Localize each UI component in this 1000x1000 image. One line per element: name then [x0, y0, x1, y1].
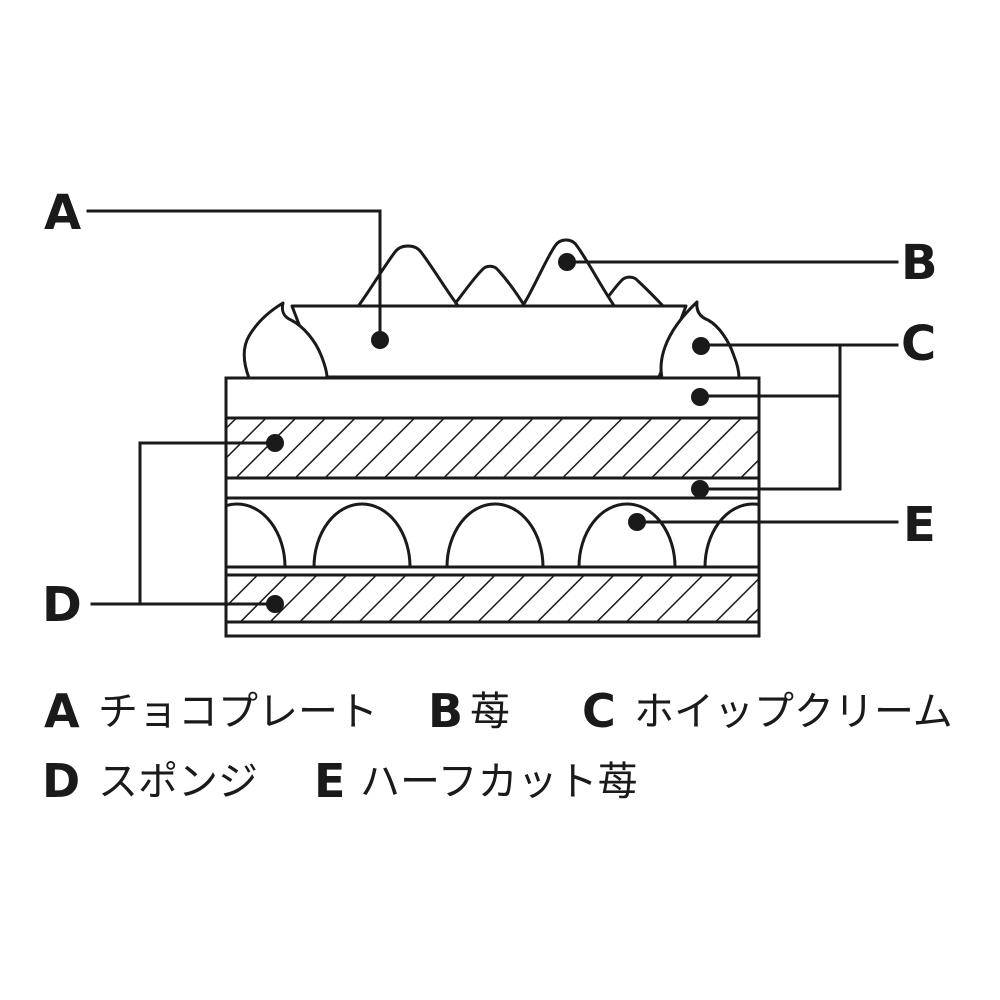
sponge-layer-top — [224, 416, 761, 480]
callouts: A B C D E — [42, 185, 938, 633]
sponge-layer-bottom — [224, 573, 761, 624]
chocolate-plate — [290, 304, 688, 379]
callout-label-b: B — [901, 235, 938, 291]
legend-label-d: スポンジ — [98, 759, 258, 805]
marker-dot-e — [628, 513, 646, 531]
cake-outline — [224, 376, 761, 638]
marker-dot-d1 — [266, 434, 284, 452]
whipped-cream-dollop-left — [242, 301, 329, 380]
leader-line-c — [706, 343, 899, 491]
strawberry-peak-2 — [448, 264, 529, 312]
legend-label-e: ハーフカット苺 — [360, 759, 638, 805]
legend-label-b: 苺 — [470, 689, 510, 735]
callout-label-a: A — [44, 185, 81, 241]
legend-key-e: E — [314, 754, 345, 808]
half-cut-strawberry-layer — [226, 502, 759, 568]
legend-key-b: B — [428, 684, 463, 738]
marker-dot-b — [558, 253, 576, 271]
callout-label-e: E — [903, 497, 936, 553]
marker-dot-c2 — [691, 388, 709, 406]
legend-key-d: D — [42, 754, 80, 808]
leader-line-a — [86, 209, 382, 342]
half-cut-strawberry-5 — [703, 502, 759, 568]
marker-dot-c3 — [691, 480, 709, 498]
half-cut-strawberry-3 — [445, 502, 545, 568]
marker-dot-c1 — [692, 337, 710, 355]
legend-label-a: チョコプレート — [98, 689, 378, 735]
callout-label-c: C — [901, 316, 936, 372]
legend-key-a: A — [44, 684, 80, 738]
half-cut-strawberry-1 — [226, 502, 287, 568]
half-cut-strawberry-2 — [312, 502, 412, 568]
legend-key-c: C — [582, 684, 616, 738]
legend: A チョコプレート B 苺 C ホイップクリーム D スポンジ E ハーフカット… — [42, 684, 953, 808]
half-cut-strawberry-4 — [577, 502, 677, 568]
strawberry-peak-4 — [595, 275, 671, 314]
marker-dot-a — [371, 331, 389, 349]
callout-label-d: D — [42, 577, 82, 633]
marker-dot-d2 — [266, 595, 284, 613]
cake-body — [224, 376, 761, 638]
leader-line-d — [90, 441, 277, 606]
strawberry-peak-3 — [515, 238, 622, 316]
legend-label-c: ホイップクリーム — [634, 689, 953, 735]
